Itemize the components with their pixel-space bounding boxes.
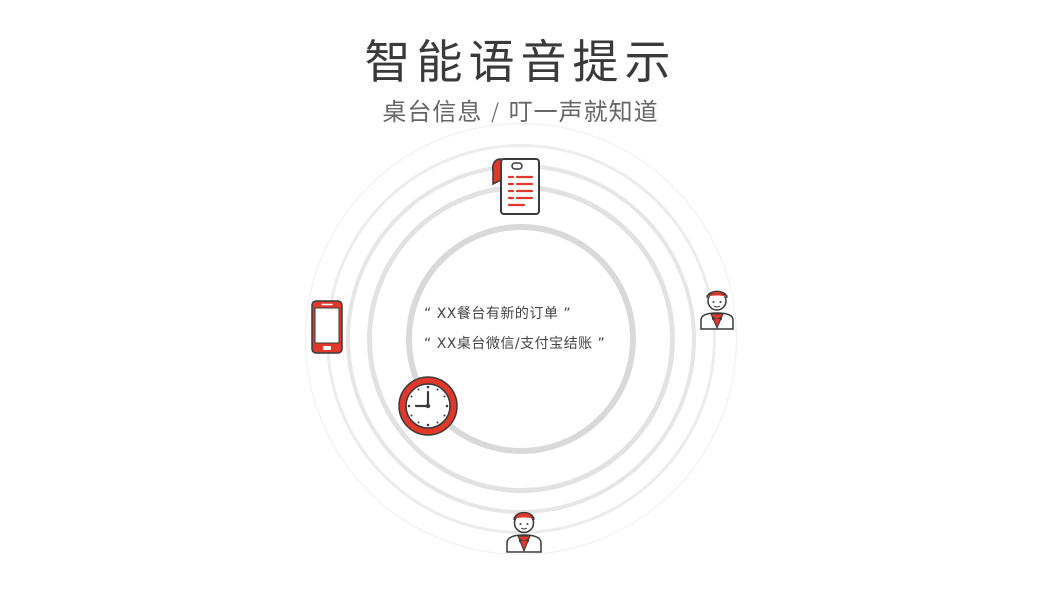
waiter-icon-bottom — [504, 505, 544, 557]
clock-icon — [397, 375, 459, 441]
ring-inner — [406, 224, 636, 454]
waiter-icon-right — [697, 284, 737, 334]
page-title: 智能语音提示 — [364, 35, 677, 89]
receipt-icon — [488, 156, 544, 222]
ring-outer — [305, 123, 737, 555]
message-table-payment: “ XX桌台微信/支付宝结账 ” — [424, 336, 606, 352]
message-new-order: “ XX餐台有新的订单 ” — [424, 306, 572, 322]
mobile-phone-icon — [309, 299, 345, 359]
page-subtitle: 桌台信息 / 叮一声就知道 — [382, 98, 659, 126]
